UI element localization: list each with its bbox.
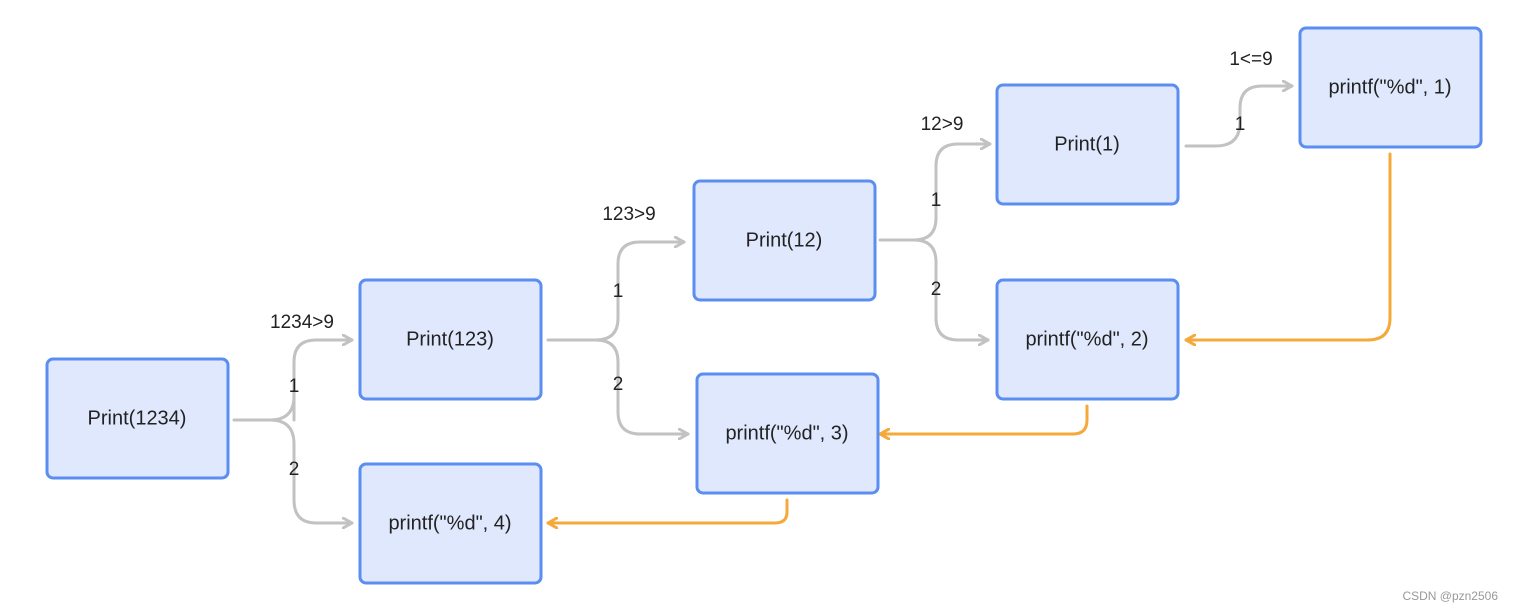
- node-printf-4: printf("%d", 4): [358, 462, 543, 585]
- step-label: 1: [289, 376, 300, 397]
- step-label: 2: [931, 279, 942, 300]
- node-label: Print(12): [746, 229, 823, 251]
- connector-123-to-printf3: [594, 338, 690, 434]
- connector-1-to-printf1: [1184, 86, 1294, 148]
- node-label: Print(123): [406, 328, 494, 350]
- return-connectors: [546, 152, 1392, 523]
- connector-123-to-print12: [546, 242, 686, 342]
- node-label: Print(1234): [88, 407, 187, 429]
- node-printf-1: printf("%d", 1): [1298, 26, 1483, 149]
- edge-labels: 1234>9 123>9 12>9 1<=9 1 2 1 2 1 2 1: [270, 49, 1273, 480]
- step-label: 1: [613, 281, 624, 302]
- node-label: Print(1): [1054, 133, 1120, 155]
- node-printf-3: printf("%d", 3): [695, 372, 880, 495]
- connector-12-to-print1: [878, 144, 992, 242]
- step-label: 1: [931, 190, 942, 211]
- condition-label-123: 123>9: [602, 204, 655, 225]
- node-printf-2: printf("%d", 2): [995, 278, 1180, 401]
- node-print-123: Print(123): [358, 278, 543, 401]
- node-label: printf("%d", 2): [1025, 328, 1148, 350]
- node-label: printf("%d", 1): [1328, 76, 1451, 98]
- connector-1234-to-print123: [292, 340, 354, 422]
- node-print-1: Print(1): [995, 83, 1180, 206]
- step-label: 1: [1235, 114, 1246, 135]
- connector-1234-to-printf4: [268, 418, 354, 523]
- condition-label-1234: 1234>9: [270, 312, 334, 333]
- step-label: 2: [613, 374, 624, 395]
- return-printf1-to-printf2: [1184, 152, 1392, 340]
- node-print-12: Print(12): [692, 179, 877, 302]
- node-print-1234: Print(1234): [45, 357, 230, 480]
- return-printf3-to-printf4: [546, 498, 789, 523]
- return-printf2-to-printf3: [878, 404, 1089, 434]
- condition-label-1: 1<=9: [1229, 49, 1272, 70]
- branch-connectors: [232, 86, 1294, 523]
- condition-label-12: 12>9: [921, 114, 964, 135]
- connector-12-to-printf2: [912, 238, 990, 340]
- connector-1234-stem: [232, 394, 296, 422]
- node-label: printf("%d", 4): [388, 512, 511, 534]
- step-label: 2: [289, 459, 300, 480]
- watermark: CSDN @pzn2506: [1402, 589, 1498, 603]
- node-label: printf("%d", 3): [725, 422, 848, 444]
